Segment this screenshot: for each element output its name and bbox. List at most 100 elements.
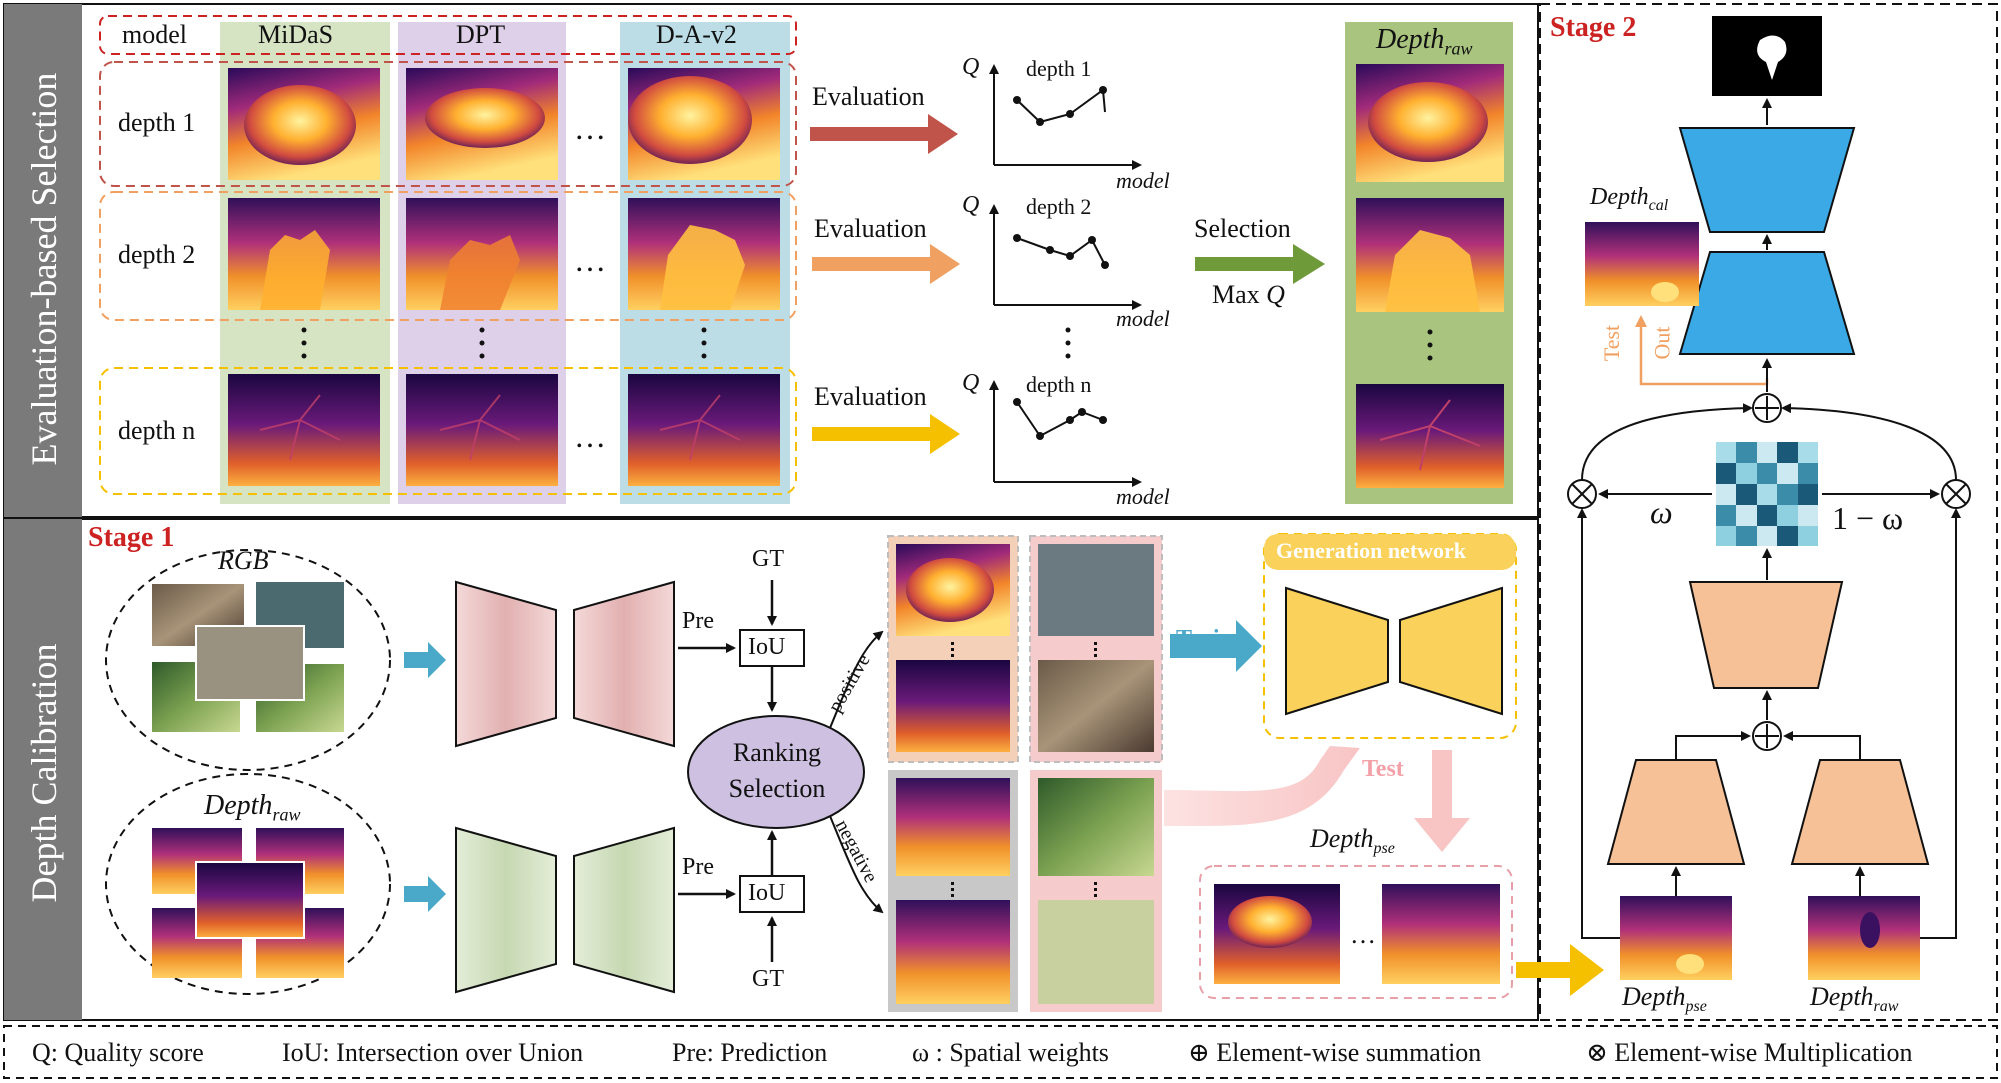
fish-r1-midas bbox=[244, 85, 356, 165]
train-arrow bbox=[1170, 620, 1262, 672]
plot2-title: depth 2 bbox=[1026, 194, 1092, 219]
plot2-xlabel: model bbox=[1116, 306, 1170, 331]
stage2-bottom-label-raw: Depthraw bbox=[1810, 982, 1899, 1016]
depth-pse-label: Depthpse bbox=[1310, 824, 1395, 858]
pre-label-bottom: Pre bbox=[682, 854, 714, 880]
gt-label-bottom: GT bbox=[752, 966, 784, 992]
row1-box bbox=[99, 61, 797, 187]
one-minus-omega-label: 1 − ω bbox=[1832, 500, 1904, 536]
legend-mul: ⊗ Element-wise Multiplication bbox=[1586, 1038, 1913, 1067]
gen-encoder bbox=[1285, 586, 1389, 716]
blue-encoder bbox=[1678, 251, 1856, 355]
row2-box bbox=[99, 191, 797, 321]
spatial-weight-matrix bbox=[1715, 441, 1819, 547]
hdots-1: … bbox=[574, 110, 606, 146]
header-model: model bbox=[122, 20, 187, 49]
legend-box bbox=[3, 1025, 1998, 1079]
generation-network-label: Generation network bbox=[1276, 538, 1467, 563]
dr-img-center bbox=[195, 861, 305, 939]
test-down-arrow bbox=[1414, 750, 1470, 852]
test-curve-arrow bbox=[1164, 746, 1360, 827]
legend-pre: Pre: Prediction bbox=[672, 1038, 828, 1067]
green-decoder bbox=[573, 826, 675, 994]
depth-pse-box bbox=[1199, 865, 1513, 999]
stage2-panel-border bbox=[1539, 3, 1998, 1021]
selection-label: Selection bbox=[1194, 214, 1291, 243]
top-side-label: Evaluation-based Selection bbox=[24, 72, 64, 466]
orange-encoder-raw bbox=[1790, 759, 1930, 865]
orange-encoder-pse bbox=[1606, 759, 1746, 865]
plot1-title: depth 1 bbox=[1026, 56, 1092, 81]
header-box bbox=[99, 15, 797, 55]
depth-cal-thumb bbox=[1585, 222, 1699, 306]
row3-box bbox=[99, 367, 797, 495]
green-encoder bbox=[455, 826, 557, 994]
orange-fusion-block bbox=[1688, 581, 1844, 689]
bottom-side-band bbox=[4, 519, 82, 1020]
gen-decoder bbox=[1399, 586, 1503, 716]
test-label-stage2: Test bbox=[1599, 324, 1625, 362]
eval-label-1: Evaluation bbox=[812, 82, 925, 111]
stage1-label: Stage 1 bbox=[88, 522, 175, 553]
selection-arrow bbox=[1195, 244, 1325, 284]
gt-label-top: GT bbox=[752, 546, 784, 572]
bottom-side-label: Depth Calibration bbox=[24, 643, 64, 903]
rgb-ellipse bbox=[105, 549, 391, 771]
iou-box-bottom bbox=[739, 875, 805, 913]
row-label-3: depth n bbox=[118, 416, 196, 445]
eval-label-3: Evaluation bbox=[814, 382, 927, 411]
fish-r1-dav2 bbox=[628, 76, 752, 164]
iou-label-top: IoU bbox=[748, 634, 786, 660]
depthraw-ellipse bbox=[105, 773, 391, 995]
plot3-title: depth n bbox=[1026, 372, 1092, 397]
ranking-selection-node bbox=[687, 715, 865, 829]
row-label-2: depth 2 bbox=[118, 240, 196, 269]
legend-iou: IoU: Intersection over Union bbox=[282, 1038, 584, 1067]
legend-omega: ω : Spatial weights bbox=[912, 1038, 1109, 1067]
pre-label-top: Pre bbox=[682, 608, 714, 634]
thumb-r3-dpt bbox=[406, 374, 558, 486]
depth-input-arrow bbox=[404, 876, 446, 912]
plot1-xlabel: model bbox=[1116, 168, 1170, 193]
test-label-stage1: Test bbox=[1362, 756, 1404, 782]
rgb-input-arrow bbox=[404, 642, 446, 678]
generation-network-box bbox=[1263, 533, 1517, 739]
iou-box-top bbox=[739, 629, 805, 667]
plot3-ylabel: Q bbox=[962, 370, 980, 396]
header-midas: MiDaS bbox=[258, 20, 334, 49]
top-side-band bbox=[4, 4, 82, 517]
depth-cal-label: Depthcal bbox=[1590, 184, 1669, 214]
fish-r1-dpt bbox=[425, 88, 545, 148]
row-label-1: depth 1 bbox=[118, 108, 196, 137]
depthraw-label: Depthraw bbox=[204, 790, 301, 825]
rgb-label: RGB bbox=[218, 546, 269, 575]
legend-sum: ⊕ Element-wise summation bbox=[1188, 1038, 1482, 1067]
iou-label-bottom: IoU bbox=[748, 880, 786, 906]
blue-decoder bbox=[1678, 127, 1856, 233]
legend-q: Q: Quality score bbox=[32, 1038, 204, 1067]
omega-label: ω bbox=[1650, 494, 1673, 530]
eval-arrows bbox=[810, 114, 960, 454]
thumb-r3-midas bbox=[228, 374, 380, 486]
stage2-bottom-label-pse: Depthpse bbox=[1622, 982, 1707, 1016]
depth-pse-thumb bbox=[1620, 896, 1732, 980]
train-label: Train bbox=[1176, 626, 1233, 652]
pse-ellipsis: … bbox=[1350, 920, 1376, 949]
raw-thumb-3 bbox=[1356, 384, 1504, 488]
plot2-ylabel: Q bbox=[962, 192, 980, 218]
stage2-label: Stage 2 bbox=[1550, 12, 1637, 43]
generation-network-header bbox=[1264, 534, 1516, 570]
ranking-label-1: Ranking bbox=[732, 738, 822, 767]
pink-decoder bbox=[573, 580, 675, 748]
header-dpt: DPT bbox=[456, 20, 506, 49]
depth-raw-title: Depthraw bbox=[1376, 24, 1473, 59]
hdots-3: … bbox=[574, 418, 606, 454]
out-label-stage2: Out bbox=[1649, 326, 1675, 360]
eval-label-2: Evaluation bbox=[814, 214, 927, 243]
pse-to-stage2-arrow bbox=[1516, 944, 1604, 996]
plot1-ylabel: Q bbox=[962, 54, 980, 80]
hdots-2: … bbox=[574, 242, 606, 278]
header-dav2: D-A-v2 bbox=[656, 20, 737, 49]
maxq-label: Max Q bbox=[1212, 280, 1285, 309]
